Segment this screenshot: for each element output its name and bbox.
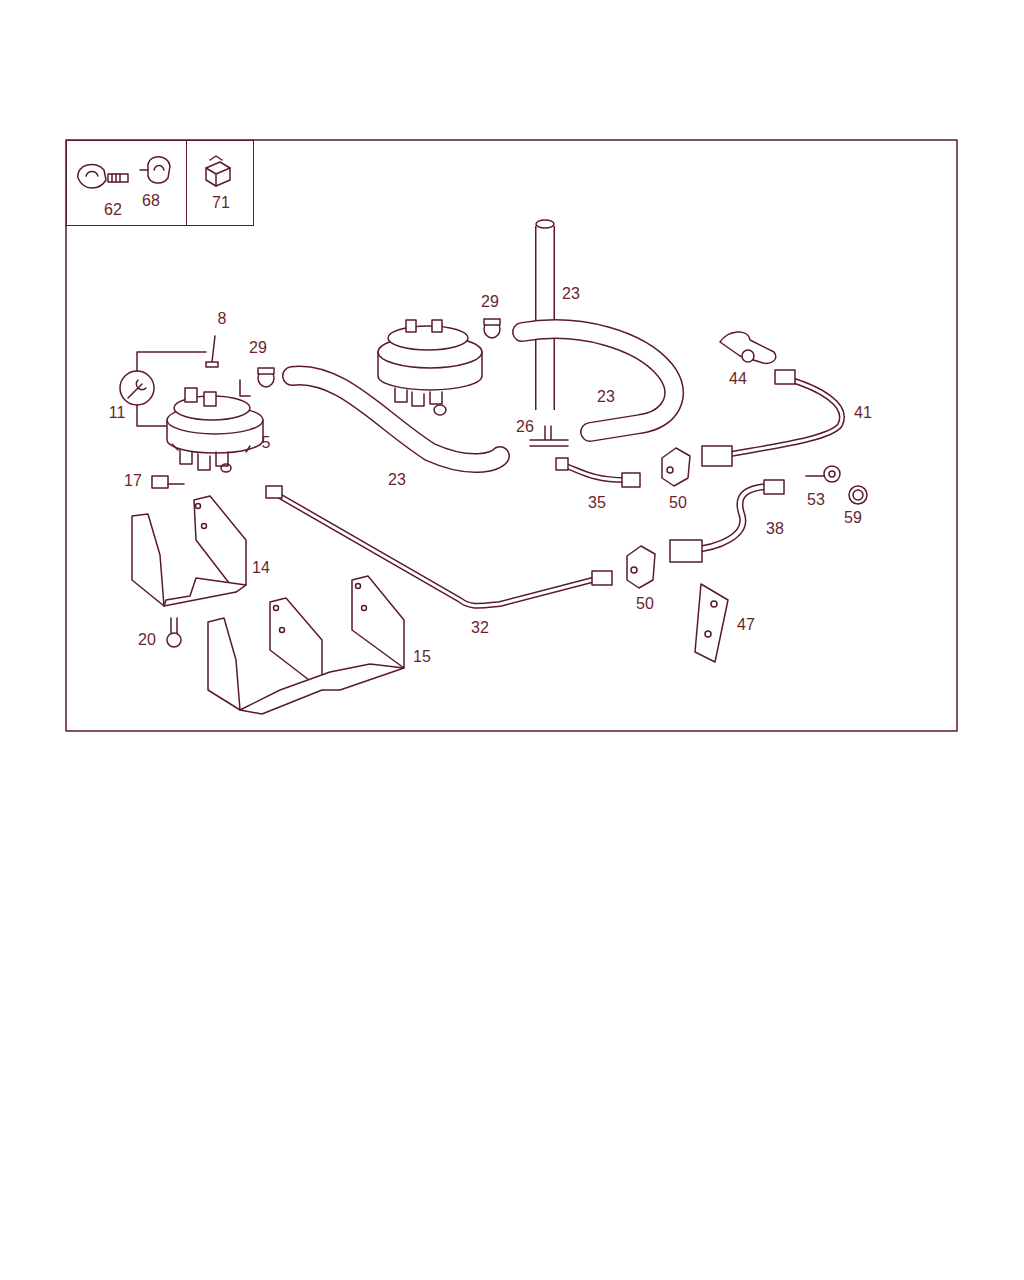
callout-number: 26	[516, 419, 534, 435]
callout-number: 62	[104, 202, 122, 218]
callout-number: 5	[262, 435, 271, 451]
mounting-bracket	[132, 496, 246, 606]
mounting-bracket	[208, 576, 404, 714]
callout-number: 23	[562, 286, 580, 302]
callout-number: 44	[729, 371, 747, 387]
callout-number: 71	[212, 195, 230, 211]
callout-number: 17	[124, 473, 142, 489]
callout-number: 20	[138, 632, 156, 648]
callout-number: 29	[481, 294, 499, 310]
small-bracket	[627, 448, 690, 588]
bolt-and-tool	[120, 336, 250, 426]
pressure-converter	[167, 388, 263, 472]
hose-clip	[258, 319, 500, 387]
callout-number: 8	[218, 311, 227, 327]
callout-number: 38	[766, 521, 784, 537]
pipe	[702, 332, 842, 466]
callout-number: 23	[388, 472, 406, 488]
callout-number: 32	[471, 620, 489, 636]
callout-number: 53	[807, 492, 825, 508]
inset-cell: 62 68	[66, 140, 187, 226]
callout-number: 14	[252, 560, 270, 576]
callout-number: 59	[844, 510, 862, 526]
callout-number: 15	[413, 649, 431, 665]
callout-number: 47	[737, 617, 755, 633]
callout-number: 50	[669, 495, 687, 511]
callout-number: 11	[109, 405, 126, 421]
pipe	[670, 466, 867, 662]
pressure-converter	[378, 320, 482, 415]
callout-number: 41	[854, 405, 872, 421]
clip-icons	[78, 156, 230, 188]
inset-cell: 71	[186, 140, 254, 226]
fittings	[530, 426, 640, 487]
callout-number: 29	[249, 340, 267, 356]
callout-number: 68	[142, 193, 160, 209]
callout-number: 50	[636, 596, 654, 612]
callout-number: 23	[597, 389, 615, 405]
frame	[66, 140, 957, 731]
callout-number: 35	[588, 495, 606, 511]
hose	[292, 220, 674, 463]
pipe	[266, 486, 612, 606]
